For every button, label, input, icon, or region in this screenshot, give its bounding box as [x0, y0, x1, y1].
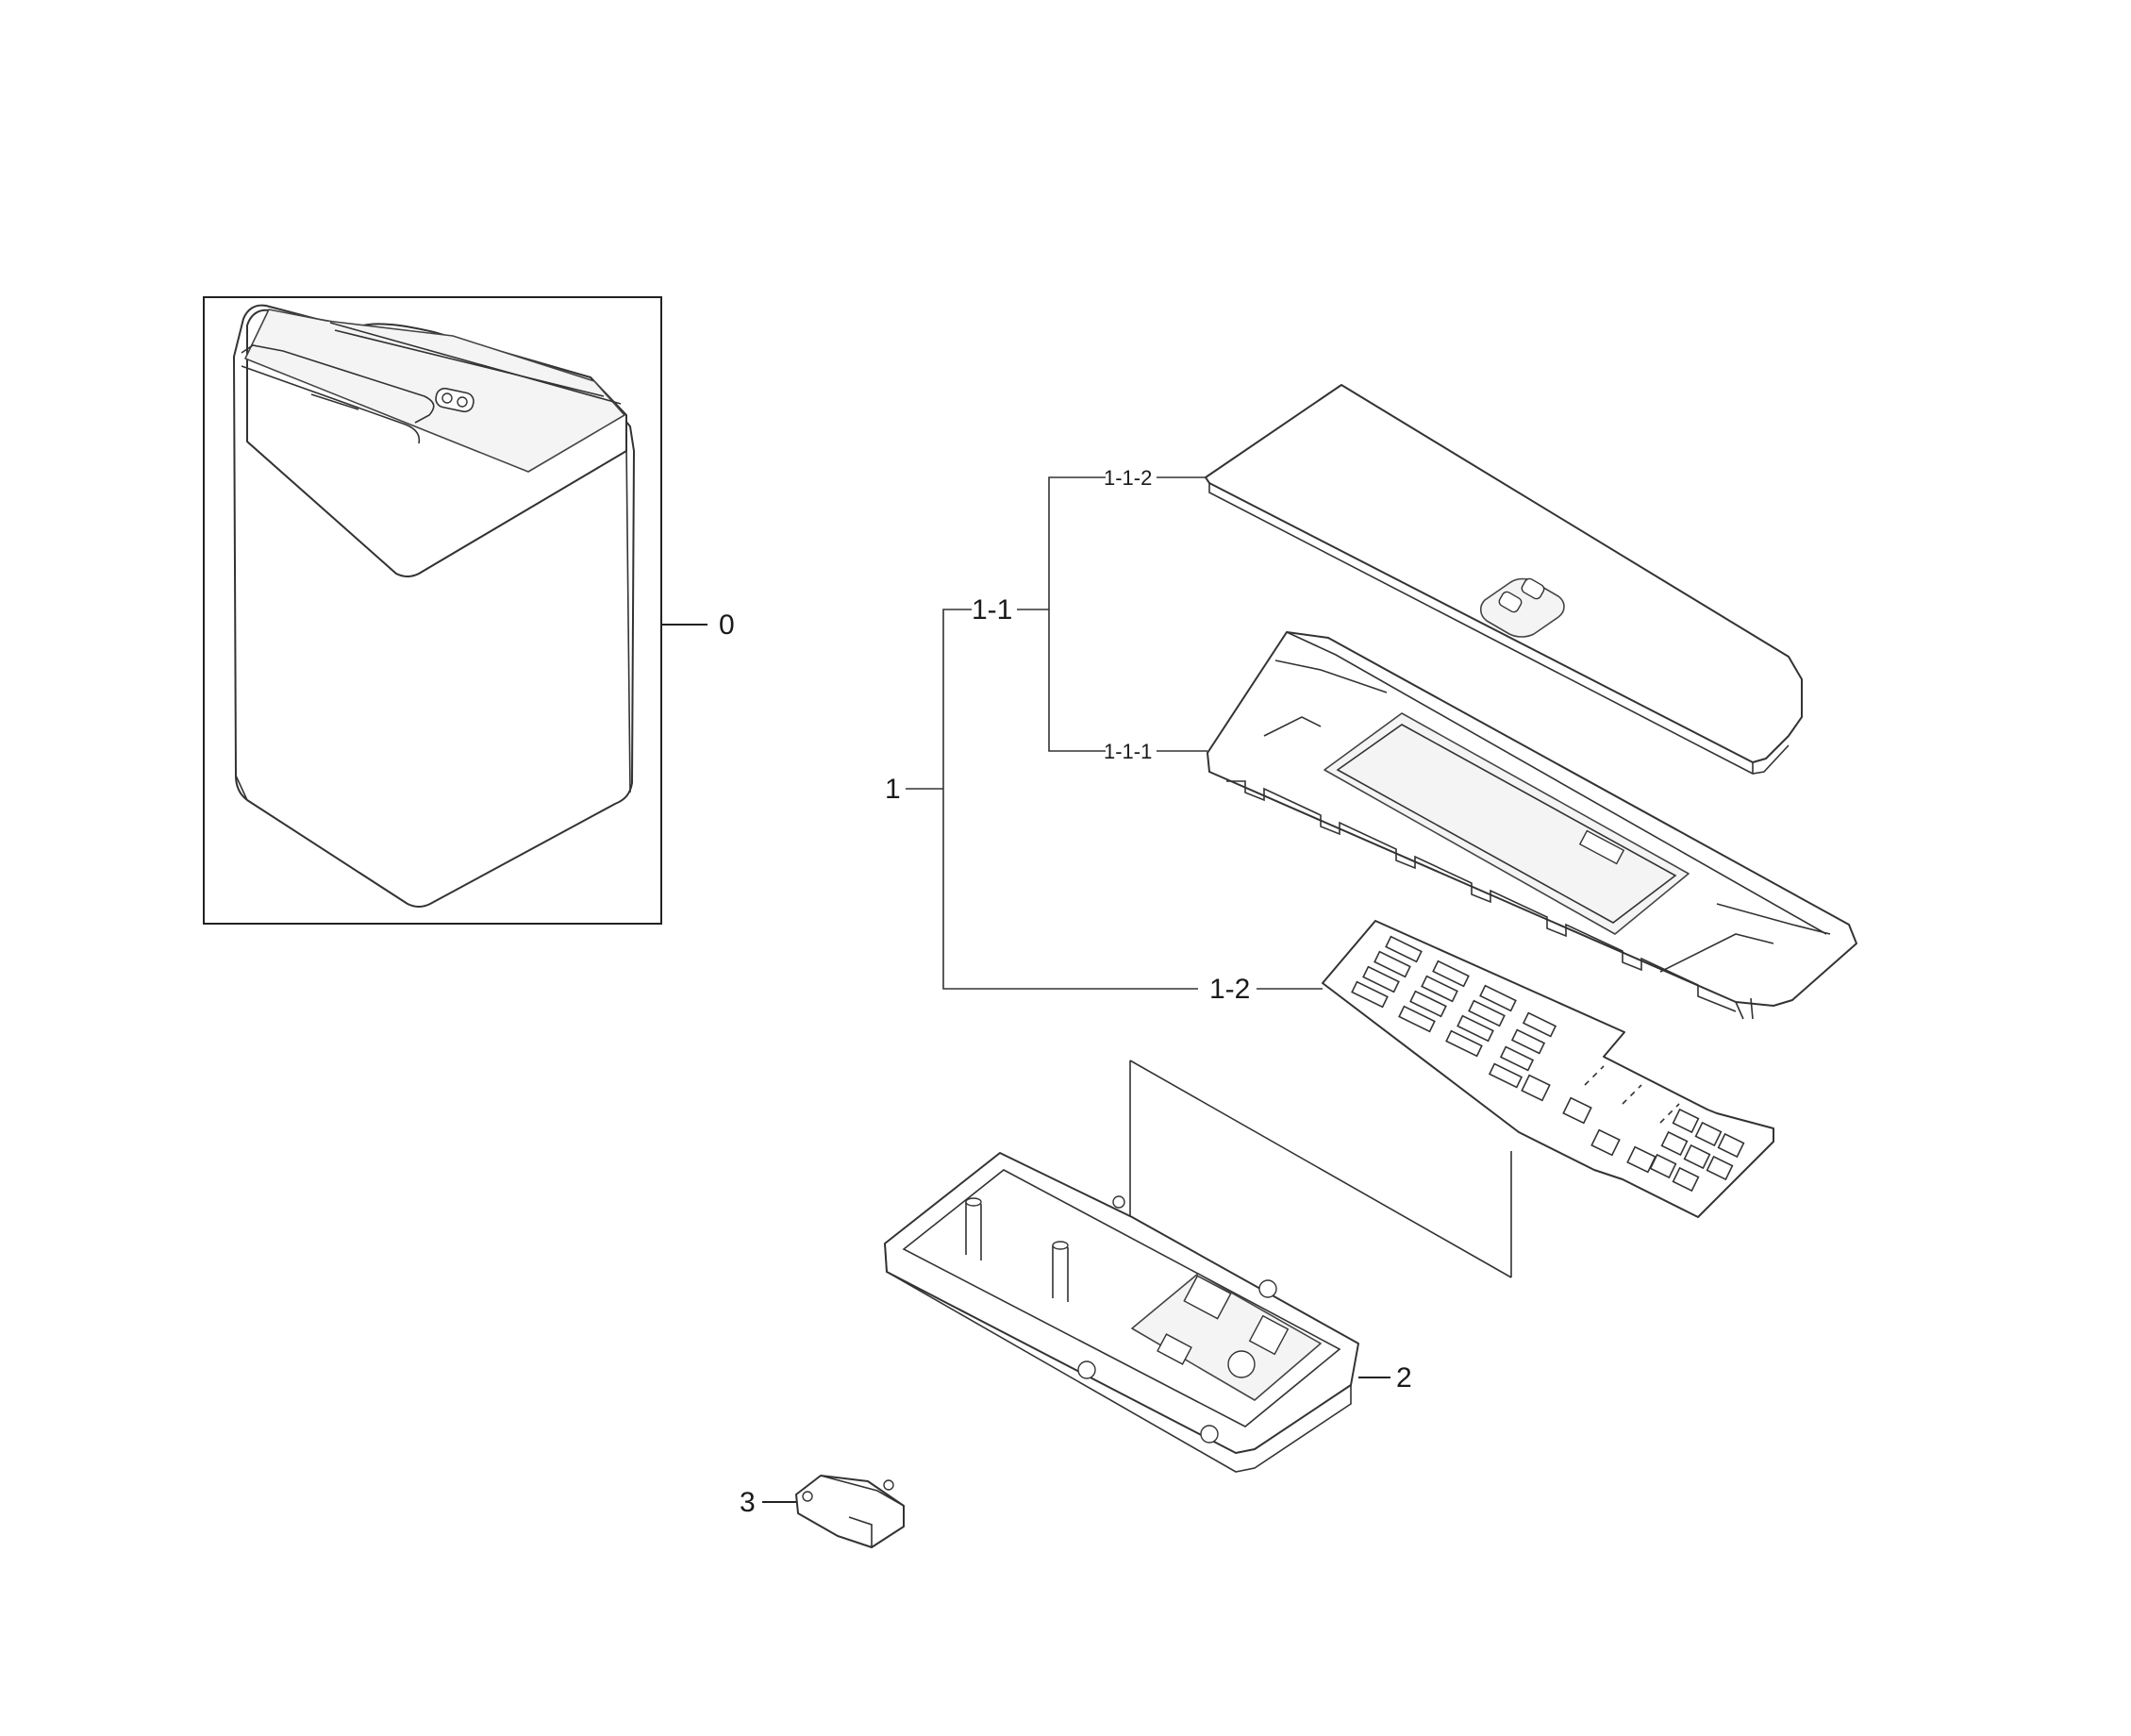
callout-2: 2	[1396, 1362, 1412, 1394]
callout-1-1-2: 1-1-2	[1104, 466, 1152, 490]
assembly-guide-lines	[1129, 1060, 1512, 1278]
callout-1-1-1: 1-1-1	[1104, 740, 1152, 763]
washer-cabinet	[233, 304, 708, 908]
callout-3: 3	[740, 1487, 756, 1518]
pcb-housing	[884, 1152, 1390, 1473]
callout-1: 1	[885, 774, 901, 805]
callout-0: 0	[719, 609, 735, 641]
callout-1-2: 1-2	[1209, 974, 1250, 1005]
membrane-sheet	[1322, 920, 1774, 1218]
callout-brackets	[906, 476, 1323, 990]
callout-1-1: 1-1	[972, 594, 1012, 626]
washer-assembly-frame	[203, 296, 662, 925]
control-panel-cover	[1205, 384, 1803, 775]
sensor-module	[762, 1475, 905, 1548]
control-panel-frame	[1207, 631, 1857, 1020]
